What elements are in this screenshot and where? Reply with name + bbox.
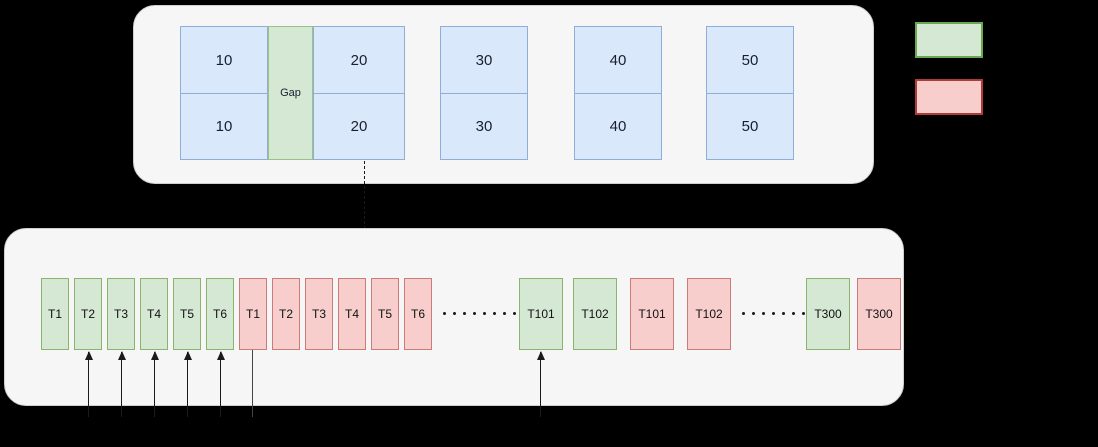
block-column: 40 40: [574, 26, 662, 160]
tile-red-t6: T6: [404, 278, 432, 350]
block-column: 30 30: [440, 26, 528, 160]
ellipsis-separator: [443, 312, 516, 315]
tile-green-t3: T3: [107, 278, 135, 350]
ellipsis-separator: [742, 312, 815, 315]
bottom-panel: [4, 228, 904, 406]
block-with-gap: 10 10 Gap 20 20: [180, 26, 405, 160]
cell-value: 30: [440, 93, 528, 160]
tile-green-t300: T300: [806, 278, 850, 350]
tile-green-t4: T4: [140, 278, 168, 350]
block-left-column: 10 10: [180, 26, 268, 160]
tile-red-t5: T5: [371, 278, 399, 350]
tile-red-t102: T102: [687, 278, 731, 350]
block-right-column: 20 20: [313, 26, 405, 160]
tile-green-t102: T102: [573, 278, 617, 350]
cell-value: 10: [180, 26, 268, 93]
cell-value: 40: [574, 93, 662, 160]
tile-red-t2: T2: [272, 278, 300, 350]
arrow-to-green-t3: [117, 351, 126, 417]
block-40: 40 40: [574, 26, 662, 160]
tile-red-t101: T101: [630, 278, 674, 350]
tile-red-t4: T4: [338, 278, 366, 350]
cell-value: 40: [574, 26, 662, 93]
tile-green-t2: T2: [74, 278, 102, 350]
dashed-connector: [364, 161, 365, 229]
legend-swatch-red: [915, 79, 983, 115]
tile-green-t101: T101: [519, 278, 563, 350]
gap-column: Gap: [268, 26, 313, 160]
block-30: 30 30: [440, 26, 528, 160]
cell-value: 20: [313, 26, 405, 93]
cell-value: 30: [440, 26, 528, 93]
tile-green-t6: T6: [206, 278, 234, 350]
tile-red-t300: T300: [857, 278, 901, 350]
tile-red-t1: T1: [239, 278, 267, 350]
arrow-to-green-t5: [183, 351, 192, 417]
arrow-to-green-t6: [216, 351, 225, 417]
arrow-to-green-t101: [536, 351, 545, 417]
arrow-to-green-t2: [84, 351, 93, 417]
cell-value: 20: [313, 93, 405, 160]
legend-swatch-green: [915, 22, 983, 58]
tile-green-t1: T1: [41, 278, 69, 350]
cell-value: 50: [706, 93, 794, 160]
arrow-to-green-t4: [150, 351, 159, 417]
tile-red-t3: T3: [305, 278, 333, 350]
tile-green-t5: T5: [173, 278, 201, 350]
block-50: 50 50: [706, 26, 794, 160]
block-column: 50 50: [706, 26, 794, 160]
cell-value: 50: [706, 26, 794, 93]
cell-value: 10: [180, 93, 268, 160]
connector-red-t1: [252, 350, 253, 417]
